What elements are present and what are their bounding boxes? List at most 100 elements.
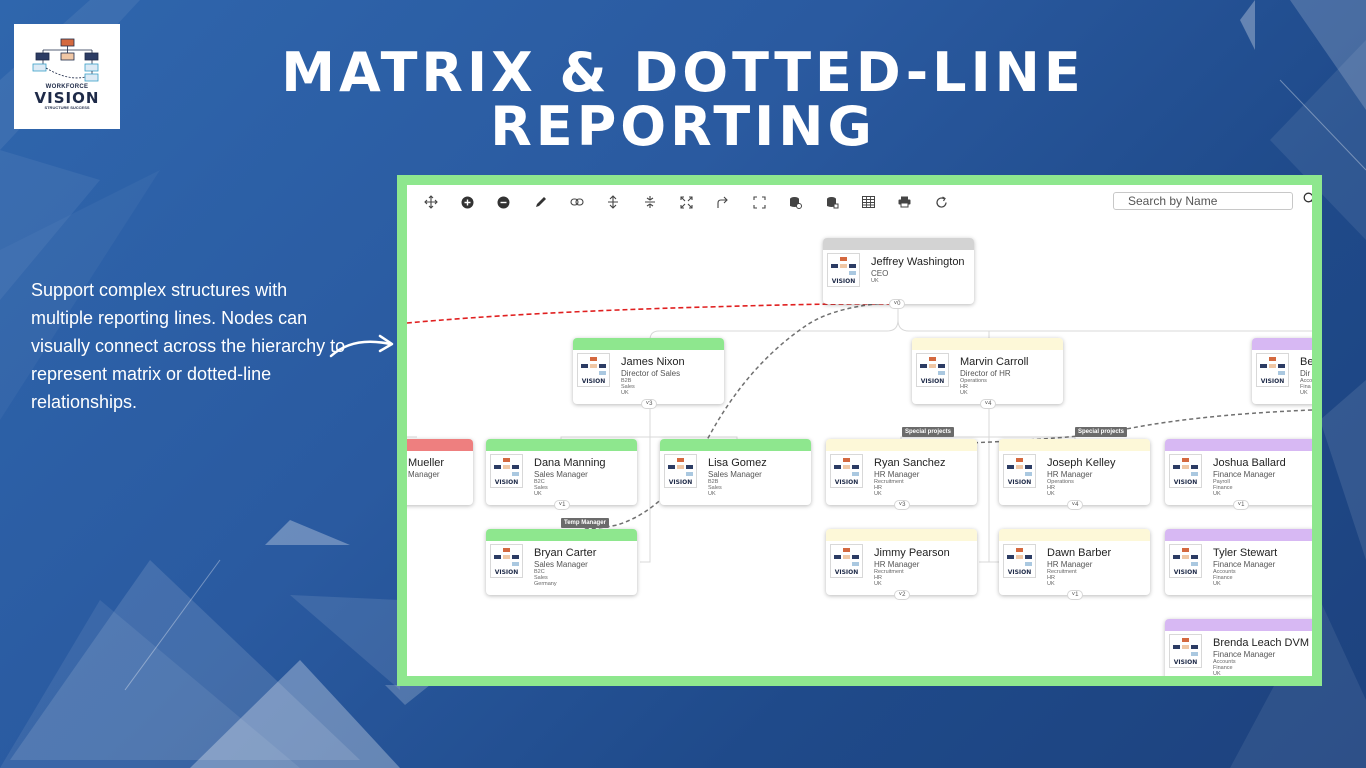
node-details: B2C Sales UK [534, 479, 548, 497]
node-color-bar [1165, 439, 1312, 451]
avatar: VISION [916, 353, 949, 387]
company-logo: WORKFORCE VISION STRUCTURE SUCCESS [14, 24, 120, 129]
avatar: VISION [490, 544, 523, 578]
node-tyler-stewart[interactable]: VISION Tyler Stewart Finance Manager Acc… [1165, 529, 1312, 595]
node-color-bar [407, 439, 473, 451]
svg-text:VISION: VISION [1174, 659, 1198, 666]
svg-text:VISION: VISION [669, 479, 693, 486]
expand-toggle[interactable]: ˅4 [1067, 500, 1083, 510]
link-icon[interactable] [569, 194, 585, 210]
node-jeffrey-washington[interactable]: VISION Jeffrey Washington CEO UK ˅0 [823, 238, 974, 309]
expand-toggle[interactable]: ˅4 [980, 399, 996, 409]
avatar: VISION [1169, 544, 1202, 578]
node-name: James Nixon [621, 356, 685, 368]
svg-text:VISION: VISION [1008, 569, 1032, 576]
expand-vertical-icon[interactable] [605, 194, 621, 210]
node-details: B2B Sales UK [621, 378, 635, 396]
node-name: Ryan Sanchez [874, 457, 946, 469]
node-role: Finance Manager [1213, 470, 1276, 479]
curved-arrow-icon [329, 334, 394, 358]
search-input[interactable] [1113, 192, 1293, 210]
search-icon[interactable] [1303, 192, 1312, 208]
slide-title-line1: MATRIX & DOTTED-LINE [281, 41, 1085, 104]
svg-text:VISION: VISION [835, 569, 859, 576]
expand-toggle[interactable]: ˅1 [1067, 590, 1083, 600]
toolbar [407, 185, 1312, 215]
node-color-bar [1165, 619, 1312, 631]
node-role: HR Manager [874, 560, 920, 569]
node-name: Be [1300, 356, 1312, 368]
svg-text:VISION: VISION [1174, 569, 1198, 576]
node-name: Marvin Carroll [960, 356, 1029, 368]
zoom-in-icon[interactable] [459, 194, 475, 210]
node-role: CEO [871, 269, 889, 278]
node-dana-manning[interactable]: VISION Dana Manning Sales Manager B2C Sa… [486, 439, 637, 510]
node-role: Finance Manager [1213, 560, 1276, 569]
node-name: Tyler Stewart [1213, 547, 1278, 559]
avatar: VISION [1003, 544, 1036, 578]
node-color-bar [1165, 529, 1312, 541]
slide-description: Support complex structures with multiple… [31, 280, 346, 412]
table-icon[interactable] [860, 194, 876, 210]
node-dawn-barber[interactable]: VISION Dawn Barber HR Manager Recruitmen… [999, 529, 1150, 600]
pen-icon[interactable] [532, 194, 548, 210]
node-be-partial[interactable]: VISION Be Dir Acco Fina UK [1252, 338, 1312, 404]
node-joseph-kelley[interactable]: VISION Joseph Kelley HR Manager Operatio… [999, 439, 1150, 510]
expand-toggle[interactable]: ˅1 [1233, 500, 1249, 510]
avatar: VISION [830, 544, 863, 578]
node-color-bar [660, 439, 811, 451]
expand-toggle[interactable]: ˅3 [894, 500, 910, 510]
database-import-icon[interactable] [787, 194, 803, 210]
node-color-bar [826, 439, 977, 451]
node-name: Jimmy Pearson [874, 547, 950, 559]
node-color-bar [999, 529, 1150, 541]
node-james-nixon[interactable]: VISION James Nixon Director of Sales B2B… [573, 338, 724, 409]
fullscreen-icon[interactable] [751, 194, 767, 210]
node-details: B2B Sales UK [708, 479, 722, 497]
redo-icon[interactable] [714, 194, 730, 210]
node-name: Joshua Ballard [1213, 457, 1286, 469]
refresh-icon[interactable] [933, 194, 949, 210]
avatar: VISION [830, 454, 863, 488]
node-mueller-partial[interactable]: Mueller Manager [407, 439, 473, 505]
database-export-icon[interactable] [824, 194, 840, 210]
node-joshua-ballard[interactable]: VISION Joshua Ballard Finance Manager Pa… [1165, 439, 1312, 510]
node-role: Director of Sales [621, 369, 681, 378]
slide-title-line2: REPORTING [490, 95, 876, 158]
avatar: VISION [1169, 634, 1202, 668]
expand-toggle[interactable]: ˅3 [641, 399, 657, 409]
node-role: HR Manager [1047, 470, 1093, 479]
node-details: Operations HR UK [1047, 479, 1074, 497]
expand-toggle[interactable]: ˅2 [894, 590, 910, 600]
avatar: VISION [664, 454, 697, 488]
temp-manager-tag: Temp Manager [561, 518, 609, 528]
node-bryan-carter[interactable]: VISION Bryan Carter Sales Manager B2C Sa… [486, 529, 637, 595]
node-details: Operations HR UK [960, 378, 987, 396]
node-name: Dawn Barber [1047, 547, 1112, 559]
special-projects-tag: Special projects [902, 427, 955, 437]
node-brenda-leach[interactable]: VISION Brenda Leach DVM Finance Manager … [1165, 619, 1312, 676]
print-icon[interactable] [896, 194, 912, 210]
expand-toggle[interactable]: ˅0 [889, 299, 905, 309]
node-color-bar [573, 338, 724, 350]
node-jimmy-pearson[interactable]: VISION Jimmy Pearson HR Manager Recruitm… [826, 529, 977, 600]
node-name: Jeffrey Washington [871, 256, 965, 268]
node-lisa-gomez[interactable]: VISION Lisa Gomez Sales Manager B2B Sale… [660, 439, 811, 505]
node-ryan-sanchez[interactable]: VISION Ryan Sanchez HR Manager Recruitme… [826, 439, 977, 510]
zoom-out-icon[interactable] [495, 194, 511, 210]
node-details: Payroll Finance UK [1213, 479, 1233, 497]
fit-screen-icon[interactable] [678, 194, 694, 210]
node-role: Manager [408, 470, 440, 479]
special-projects-tag: Special projects [1075, 427, 1128, 437]
svg-text:VISION: VISION [495, 569, 519, 576]
app-screenshot-frame: VISION Jeffrey Washington CEO UK ˅0 VISI… [397, 175, 1322, 686]
svg-text:VISION: VISION [582, 378, 606, 385]
logo-small-text: WORKFORCE [45, 84, 89, 90]
node-role: HR Manager [874, 470, 920, 479]
expand-toggle[interactable]: ˅1 [554, 500, 570, 510]
move-icon[interactable] [423, 194, 439, 210]
node-name: Lisa Gomez [708, 457, 767, 469]
svg-text:VISION: VISION [835, 479, 859, 486]
node-marvin-carroll[interactable]: VISION Marvin Carroll Director of HR Ope… [912, 338, 1063, 409]
collapse-vertical-icon[interactable] [642, 194, 658, 210]
